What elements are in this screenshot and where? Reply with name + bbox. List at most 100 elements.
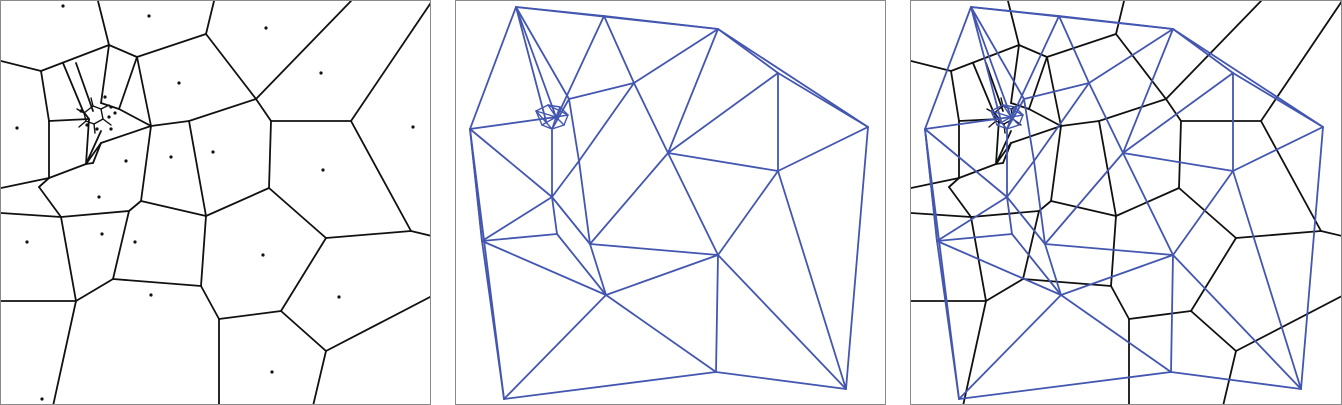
voronoi-edge <box>128 200 142 212</box>
voronoi-edge <box>38 186 62 218</box>
voronoi-edge <box>90 97 94 107</box>
delaunay-edge <box>958 294 1062 400</box>
site-point <box>107 115 111 119</box>
voronoi-edge <box>1046 33 1117 58</box>
voronoi-edge <box>1178 120 1182 189</box>
voronoi-edge <box>100 104 110 110</box>
delaunay-edge <box>924 128 960 400</box>
voronoi-edge <box>48 118 90 122</box>
delaunay-edge <box>717 28 779 74</box>
voronoi-edge <box>325 230 412 239</box>
voronoi-edge <box>280 310 327 352</box>
site-point <box>100 232 104 236</box>
site-point <box>85 123 89 127</box>
site-point <box>270 370 274 374</box>
voronoi-edge <box>1190 237 1237 312</box>
voronoi-edge <box>255 98 272 122</box>
site-point <box>147 14 151 18</box>
site-point <box>61 4 65 8</box>
voronoi-edge <box>1260 1 1341 122</box>
voronoi-edge <box>1028 56 1048 110</box>
voronoi-edge <box>1022 278 1112 287</box>
delaunay-edge <box>547 104 569 116</box>
site-point <box>109 105 113 109</box>
site-point <box>15 126 19 130</box>
site-point <box>109 127 113 131</box>
delaunay-edge <box>1300 126 1324 390</box>
voronoi-edge <box>140 200 207 217</box>
delaunay-edge <box>958 371 1172 400</box>
delaunay-edge <box>541 116 557 126</box>
voronoi-edge <box>268 187 327 239</box>
voronoi-edge <box>1110 285 1130 320</box>
voronoi-edge <box>1018 44 1048 58</box>
voronoi-edge <box>205 33 257 100</box>
delaunay-edge <box>1044 243 1062 296</box>
delaunay-edge <box>1006 124 1020 130</box>
voronoi-edge <box>118 56 138 110</box>
delaunay-edge <box>555 15 605 120</box>
delaunay-edge <box>551 160 580 198</box>
voronoi-edge <box>1222 350 1237 404</box>
delaunay-edge <box>551 116 557 130</box>
voronoi-edge <box>93 123 96 134</box>
site-point <box>149 293 153 297</box>
delaunay-edge <box>970 6 1025 100</box>
voronoi-edge <box>1050 125 1062 202</box>
voronoi-edge <box>985 278 1024 302</box>
voronoi-edge <box>85 162 94 165</box>
voronoi-edge <box>60 210 130 218</box>
voronoi-edge <box>75 62 94 112</box>
voronoi-edge <box>85 130 102 165</box>
voronoi-edge <box>100 125 152 144</box>
delaunay-edge <box>555 116 565 126</box>
voronoi-edge <box>92 105 102 110</box>
voronoi-edge <box>948 177 960 188</box>
delaunay-edge <box>515 6 570 100</box>
delaunay-edge <box>1172 170 1234 256</box>
site-point <box>113 111 117 115</box>
delaunay-edge <box>1088 28 1174 84</box>
voronoi-edge <box>410 230 430 237</box>
voronoi-edge <box>1165 1 1262 100</box>
delaunay-edge <box>603 15 719 30</box>
voronoi-edge <box>255 1 352 100</box>
voronoi-edge <box>1 212 62 218</box>
voronoi-edge <box>350 2 430 122</box>
delaunay-edge <box>568 82 635 100</box>
delaunay-edge <box>551 124 565 130</box>
delaunay-edge <box>633 28 719 84</box>
voronoi-edge <box>112 210 130 280</box>
site-point <box>25 240 29 244</box>
delaunay-edge <box>1060 254 1174 296</box>
delaunay-edge <box>1232 170 1302 390</box>
voronoi-edge <box>312 350 327 404</box>
delaunay-edge <box>1010 15 1060 120</box>
voronoi-edge <box>1128 310 1192 320</box>
voronoi-edge <box>93 118 104 125</box>
voronoi-edge <box>112 278 202 287</box>
delaunay-edge <box>924 6 972 130</box>
delaunay-edge <box>551 98 570 130</box>
voronoi-edge <box>1 60 42 72</box>
delaunay-edge <box>535 110 557 118</box>
voronoi-edge <box>62 62 84 112</box>
delaunay-edge <box>515 6 547 122</box>
delaunay-edge <box>990 110 1008 130</box>
delaunay-edge <box>1170 254 1174 373</box>
voronoi-edge <box>40 44 110 72</box>
delaunay-edge <box>1172 254 1302 390</box>
site-point <box>97 195 101 199</box>
site-point <box>411 125 415 129</box>
voronoi-edge <box>1060 120 1100 127</box>
delaunay-edge <box>777 72 869 128</box>
voronoi-edge <box>1022 210 1040 280</box>
site-point <box>319 71 323 75</box>
delaunay-edge <box>578 82 635 162</box>
voronoi-edge <box>92 142 102 164</box>
voronoi-edge <box>1178 187 1237 239</box>
voronoi-edge <box>38 177 50 188</box>
delaunay-edge <box>1170 371 1302 390</box>
delaunay-edge <box>1002 104 1012 118</box>
delaunay-edge <box>589 243 607 296</box>
